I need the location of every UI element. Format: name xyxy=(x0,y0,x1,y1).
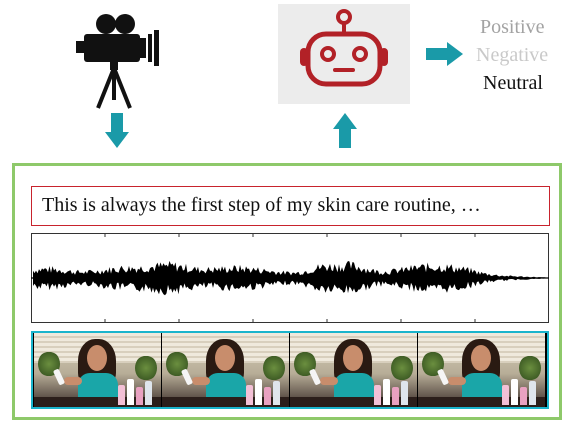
arrow-right-icon xyxy=(426,42,463,66)
arrow-up-icon xyxy=(333,113,357,148)
video-frame xyxy=(162,333,289,407)
arrow-down-icon xyxy=(105,113,129,148)
robot-icon xyxy=(300,9,388,87)
video-frame xyxy=(418,333,545,407)
audio-waveform xyxy=(31,233,549,323)
transcript-text-box: This is always the first step of my skin… xyxy=(31,186,550,226)
label-neutral: Neutral xyxy=(483,72,543,94)
video-frame xyxy=(34,333,161,407)
model-box xyxy=(278,4,410,104)
label-positive: Positive xyxy=(480,16,545,38)
video-frames-strip xyxy=(31,331,549,409)
label-negative: Negative xyxy=(476,44,549,66)
video-camera-icon xyxy=(76,14,159,109)
video-frame xyxy=(290,333,417,407)
